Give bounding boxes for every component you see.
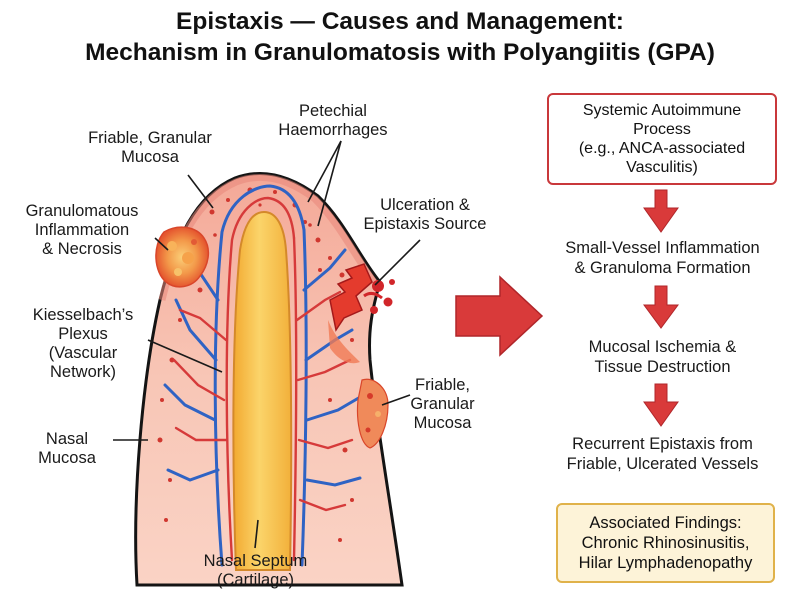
granuloma-lesion-left	[155, 226, 210, 288]
big-right-arrow	[455, 275, 544, 357]
page-title: Epistaxis — Causes and Management: Mecha…	[0, 6, 800, 68]
flow-box-associated-findings: Associated Findings:Chronic Rhinosinusit…	[556, 503, 775, 583]
ulceration-bleeding	[328, 263, 395, 364]
arterial-vessels	[172, 196, 354, 562]
nasal-septum-cartilage	[232, 210, 293, 571]
title-line-1: Epistaxis — Causes and Management:	[176, 8, 624, 35]
label-ulceration: Ulceration &Epistaxis Source	[363, 196, 487, 233]
label-leader-lines	[113, 140, 421, 549]
label-nasal-septum: Nasal Septum(Cartilage)	[203, 552, 308, 589]
flow-step-mucosal-ischemia: Mucosal Ischemia &Tissue Destruction	[588, 338, 737, 376]
petechial-dots	[157, 187, 354, 542]
friable-lesion-right	[356, 378, 389, 449]
flow-arrows	[643, 189, 679, 427]
title-line-2: Mechanism in Granulomatosis with Polyang…	[85, 39, 715, 66]
flow-step-small-vessel-inflammation: Small-Vessel Inflammation& Granuloma For…	[565, 239, 760, 277]
flow-arrow-2	[643, 285, 679, 329]
flow-arrow-3	[643, 383, 679, 427]
flow-arrow-1	[643, 189, 679, 233]
venous-vessels	[163, 184, 364, 567]
